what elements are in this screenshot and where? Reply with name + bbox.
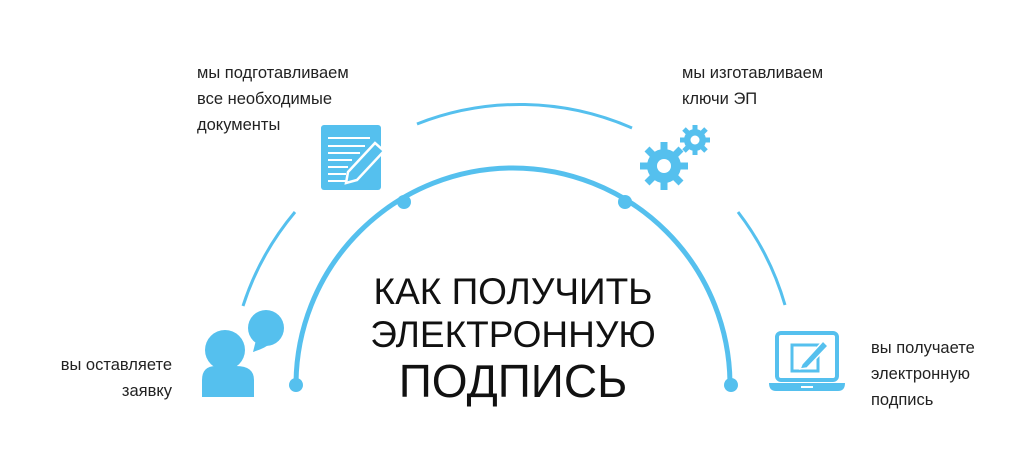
laptop-signature-icon [769,331,845,391]
step-dot-2 [397,195,411,209]
gears-icon [640,125,710,190]
step-text: вы получаете [871,339,975,357]
step-label-4: вы получаете электронную подпись [871,335,975,413]
chat-people-icon [202,310,284,397]
step-text: мы подготавливаем [197,64,349,82]
step-text: подпись [871,391,934,409]
step-label-1: вы оставляете заявку [20,352,172,404]
step-text: вы оставляете [60,356,172,374]
title-line-3: ПОДПИСЬ [398,355,628,407]
title-line-2: ЭЛЕКТРОННУЮ [370,314,656,355]
step-text: электронную [871,365,971,383]
outer-arc-top [416,103,633,130]
step-dot-3 [618,195,632,209]
step-text: мы изготавливаем [682,64,824,82]
main-arc [293,165,733,386]
step-label-2: мы подготавливаем все необходимые докуме… [197,60,349,138]
step-text: документы [197,116,281,134]
step-text: все необходимые [197,90,333,108]
step-label-3: мы изготавливаем ключи ЭП [682,60,823,112]
outer-arc-left [241,211,297,307]
document-edit-icon [321,125,386,190]
step-text: ключи ЭП [682,90,758,108]
step-dot-1 [289,378,303,392]
step-dot-4 [724,378,738,392]
outer-arc-right [736,211,787,306]
title-line-1: КАК ПОЛУЧИТЬ [373,271,653,312]
page-title: КАК ПОЛУЧИТЬ ЭЛЕКТРОННУЮ ПОДПИСЬ [363,270,663,406]
step-text: заявку [121,382,172,400]
